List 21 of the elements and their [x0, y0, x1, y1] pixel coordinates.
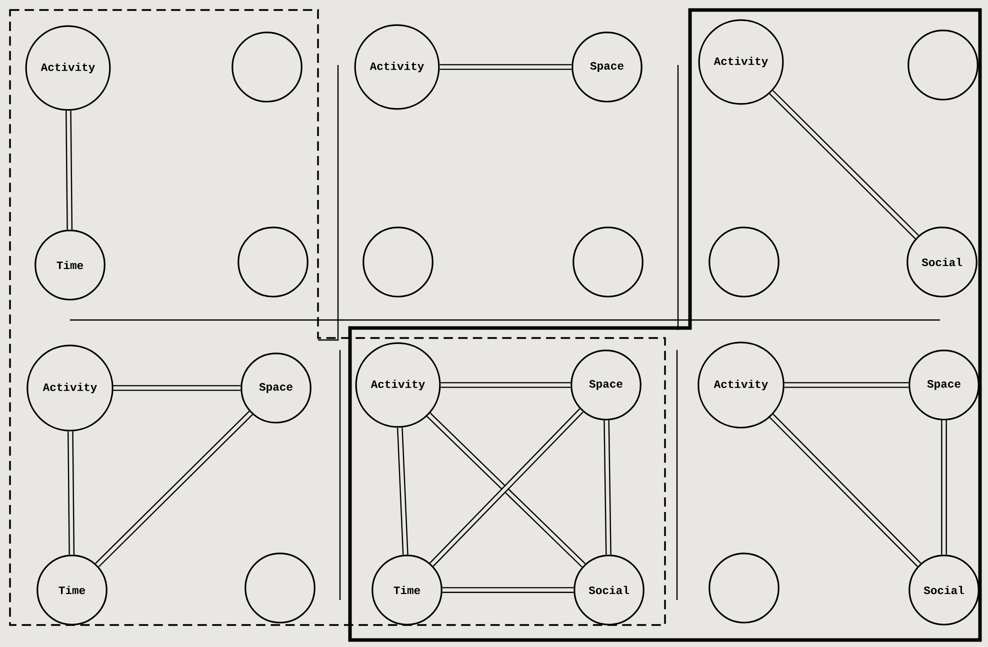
double-line-connector: [769, 414, 922, 567]
double-line-connector: [440, 382, 571, 388]
empty-circle: [908, 30, 978, 100]
empty-circle: [232, 32, 302, 102]
double-line-connector: [442, 587, 574, 593]
double-line-connector: [784, 382, 909, 388]
double-line-connector: [66, 110, 73, 230]
empty-circle: [244, 552, 316, 624]
empty-circle: [708, 552, 780, 624]
double-line-connector: [604, 420, 612, 555]
double-line-connector: [68, 431, 75, 555]
double-line-connector: [440, 64, 572, 70]
double-line-connector: [769, 90, 919, 240]
empty-circle: [572, 226, 644, 298]
empty-circle: [362, 226, 434, 298]
empty-circle: [708, 226, 780, 298]
double-line-connector: [95, 410, 253, 568]
double-line-connector: [113, 385, 241, 391]
empty-circle: [238, 226, 308, 298]
double-line-connector: [396, 428, 408, 555]
double-line-connector: [941, 420, 947, 555]
